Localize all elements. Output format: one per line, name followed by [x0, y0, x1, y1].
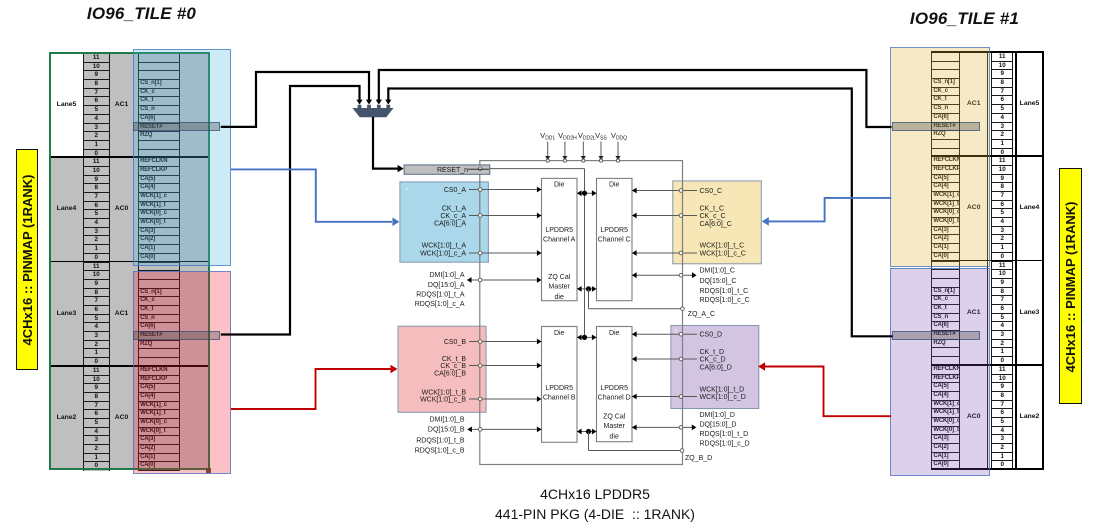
svg-text:VSS: VSS — [595, 131, 607, 142]
svg-text:CK_c_B: CK_c_B — [440, 363, 466, 370]
svg-text:WCK[1:0]_t_C: WCK[1:0]_t_C — [700, 243, 745, 250]
svg-text:RDQS[1:0]_c_B: RDQS[1:0]_c_B — [415, 448, 465, 455]
svg-text:CA[6:0]_C: CA[6:0]_C — [700, 221, 732, 228]
svg-text:Die: Die — [554, 182, 565, 189]
svg-text:WCK[1:0]_t_B: WCK[1:0]_t_B — [422, 389, 467, 396]
svg-text:DMI[1:0]_A: DMI[1:0]_A — [429, 272, 464, 279]
svg-text:CK_t_B: CK_t_B — [442, 356, 466, 363]
svg-text:RDQS[1:0]_c_D: RDQS[1:0]_c_D — [700, 441, 750, 448]
svg-text:VDD2H: VDD2H — [558, 131, 577, 142]
svg-text:CA[6:0]_B: CA[6:0]_B — [434, 370, 466, 377]
svg-text:CS0_C: CS0_C — [700, 188, 723, 195]
svg-text:CK_t_A: CK_t_A — [442, 205, 466, 212]
svg-text:ZQ_A_C: ZQ_A_C — [688, 311, 715, 318]
svg-text:DMI[1:0]_B: DMI[1:0]_B — [429, 417, 464, 424]
svg-text:DMI[1:0]_D: DMI[1:0]_D — [700, 412, 735, 419]
svg-text:CS0_D: CS0_D — [700, 332, 723, 339]
svg-text:ZQ_B_D: ZQ_B_D — [685, 455, 712, 462]
svg-text:WCK[1:0]_c_D: WCK[1:0]_c_D — [700, 394, 746, 401]
svg-text:LPDDR5: LPDDR5 — [545, 385, 573, 392]
svg-text:ZQ Cal: ZQ Cal — [548, 274, 571, 281]
svg-text:VDD1: VDD1 — [540, 131, 555, 142]
svg-text:VDD2L: VDD2L — [578, 131, 596, 142]
svg-text:DQ[15:0]_C: DQ[15:0]_C — [700, 278, 737, 285]
svg-text:die: die — [610, 433, 619, 440]
svg-text:WCK[1:0]_c_C: WCK[1:0]_c_C — [700, 250, 746, 257]
svg-text:RESET_n: RESET_n — [437, 167, 468, 174]
svg-text:DQ[15:0]_B: DQ[15:0]_B — [428, 427, 465, 434]
svg-text:LPDDR5: LPDDR5 — [600, 227, 628, 234]
svg-text:LPDDR5: LPDDR5 — [545, 227, 573, 234]
svg-text:VDDQ: VDDQ — [611, 131, 627, 142]
svg-text:CK_t_C: CK_t_C — [700, 205, 725, 212]
svg-text:die: die — [555, 294, 564, 301]
svg-text:WCK[1:0]_c_B: WCK[1:0]_c_B — [420, 396, 466, 403]
svg-text:CA[6:0]_D: CA[6:0]_D — [700, 364, 732, 371]
svg-text:RDQS[1:0]_t_C: RDQS[1:0]_t_C — [700, 288, 749, 295]
svg-text:RDQS[1:0]_t_A: RDQS[1:0]_t_A — [416, 291, 465, 298]
svg-text:RDQS[1:0]_c_C: RDQS[1:0]_c_C — [700, 297, 750, 304]
svg-text:LPDDR5: LPDDR5 — [600, 385, 628, 392]
svg-text:c: c — [675, 329, 678, 335]
svg-text:DQ[15:0]_D: DQ[15:0]_D — [700, 421, 737, 428]
svg-text:Channel B: Channel B — [543, 394, 576, 401]
svg-text:Channel A: Channel A — [543, 236, 576, 243]
svg-text:CK_t_D: CK_t_D — [700, 349, 725, 356]
svg-text:Master: Master — [548, 284, 570, 291]
svg-text:CK_c_C: CK_c_C — [700, 213, 726, 220]
svg-text:CS0_B: CS0_B — [444, 339, 467, 346]
svg-text:Channel D: Channel D — [598, 394, 631, 401]
svg-text:RDQS[1:0]_t_B: RDQS[1:0]_t_B — [416, 438, 465, 445]
svg-text:Channel C: Channel C — [598, 236, 631, 243]
svg-text:DQ[15:0]_A: DQ[15:0]_A — [428, 282, 465, 289]
svg-text:DMI[1:0]_C: DMI[1:0]_C — [700, 268, 735, 275]
svg-text:Master: Master — [603, 423, 625, 430]
svg-text:Die: Die — [609, 330, 620, 337]
svg-text:RDQS[1:0]_c_A: RDQS[1:0]_c_A — [415, 301, 465, 308]
svg-text:CA[6:0]_A: CA[6:0]_A — [434, 220, 466, 227]
svg-text:RDQS[1:0]_t_D: RDQS[1:0]_t_D — [700, 431, 749, 438]
svg-text:<: < — [406, 187, 409, 193]
svg-text:WCK[1:0]_t_D: WCK[1:0]_t_D — [700, 386, 745, 393]
svg-text:WCK[1:0]_t_A: WCK[1:0]_t_A — [422, 242, 467, 249]
svg-text:CS0_A: CS0_A — [444, 187, 467, 194]
svg-text:CK_c_D: CK_c_D — [700, 356, 726, 363]
svg-text:ZQ Cal: ZQ Cal — [603, 413, 626, 420]
svg-text:Die: Die — [609, 182, 620, 189]
svg-text:Die: Die — [554, 330, 565, 337]
svg-text:CK_c_A: CK_c_A — [440, 213, 466, 220]
svg-text:WCK[1:0]_c_A: WCK[1:0]_c_A — [420, 250, 466, 257]
